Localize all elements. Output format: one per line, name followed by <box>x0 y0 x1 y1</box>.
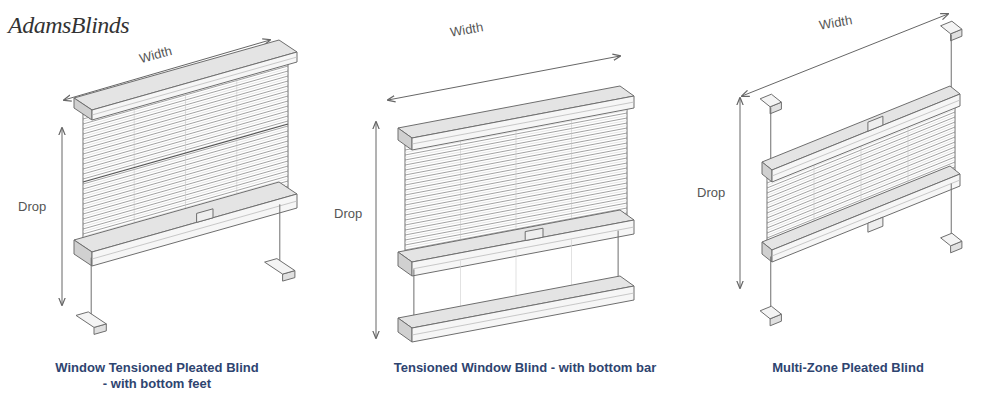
bracket-foot <box>941 233 962 246</box>
bracket-foot <box>760 306 781 319</box>
dimension-label: Drop <box>695 185 727 200</box>
inner-cord <box>908 121 909 189</box>
dimension-label: Drop <box>332 206 364 221</box>
head-rail <box>92 52 297 120</box>
dimension-label: Width <box>816 12 855 33</box>
bottom-bar <box>412 286 634 342</box>
handle <box>197 209 213 223</box>
middle-rail <box>412 220 634 276</box>
bottom-bar <box>412 293 634 335</box>
pleat-divider <box>83 124 288 182</box>
inner-cord <box>236 71 237 203</box>
inner-cord <box>571 114 572 226</box>
inner-cord <box>185 85 186 217</box>
bracket-foot <box>760 94 781 107</box>
inner-cord <box>861 140 862 208</box>
bracket-foot <box>941 21 962 34</box>
inner-cord <box>460 135 461 247</box>
blind-drawings <box>74 21 962 342</box>
inner-cord <box>134 100 135 232</box>
dimension-label: Drop <box>16 199 48 214</box>
blind-caption: Window Tensioned Pleated Blind - with bo… <box>53 360 262 392</box>
head-rail <box>398 128 412 150</box>
inner-cord <box>571 240 572 292</box>
blind-caption: Multi-Zone Pleated Blind <box>772 360 924 376</box>
head-rail <box>412 102 634 144</box>
upper-rail <box>772 94 960 182</box>
inner-cord <box>516 250 517 302</box>
head-rail <box>412 96 634 150</box>
blind-caption: Tensioned Window Blind - with bottom bar <box>394 360 657 376</box>
bracket-foot <box>265 259 295 275</box>
tension-cord <box>618 231 619 283</box>
bracket-foot <box>76 312 106 328</box>
handle <box>868 217 883 232</box>
brand-logo: AdamsBlinds <box>8 12 129 39</box>
inner-cord <box>814 159 815 227</box>
inner-cord <box>516 124 517 236</box>
lower-rail <box>762 166 960 250</box>
handle <box>525 228 543 240</box>
middle-rail <box>412 227 634 269</box>
bottom-rail <box>74 240 92 266</box>
head-rail <box>74 98 92 120</box>
bottom-rail <box>92 201 297 259</box>
dimension-label: Width <box>136 42 176 66</box>
upper-rail <box>762 162 772 182</box>
upper-rail <box>762 86 960 170</box>
middle-rail <box>398 252 412 276</box>
upper-rail <box>772 100 960 176</box>
head-rail <box>74 40 297 110</box>
tension-cord <box>951 35 952 94</box>
lower-rail <box>772 174 960 262</box>
inner-cord <box>460 261 461 313</box>
tension-cord <box>770 107 771 166</box>
dimension-label: Width <box>447 19 486 40</box>
tension-cord <box>413 269 414 321</box>
bottom-bar <box>398 318 412 342</box>
bottom-rail <box>92 194 297 266</box>
head-rail <box>92 57 297 115</box>
lower-rail <box>772 180 960 256</box>
handle <box>868 116 883 131</box>
